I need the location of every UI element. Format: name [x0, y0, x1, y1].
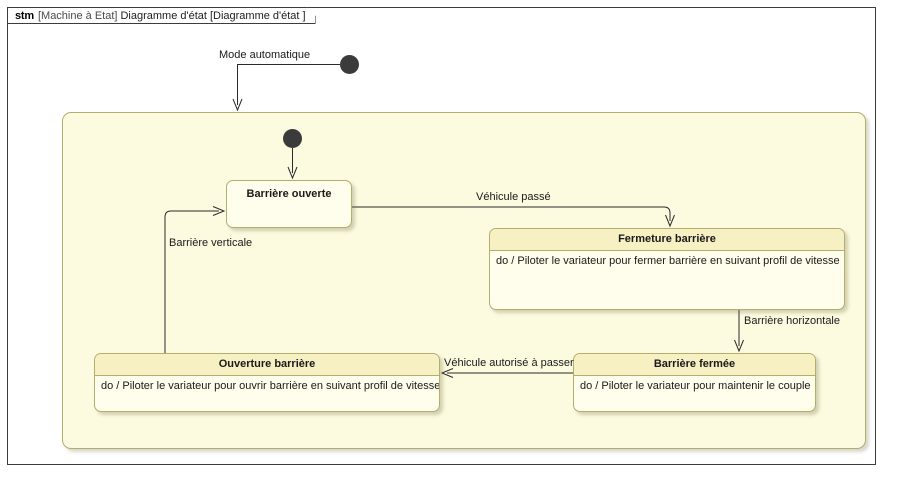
frame-diagram-name: Diagramme d'état [120, 9, 207, 22]
state-barriere-fermee[interactable]: Barrière fermée do / Piloter le variateu… [573, 353, 816, 412]
transition-label-vehicule-passe: Véhicule passé [476, 191, 551, 203]
diagram-frame-tab: stm [Machine à Etat] Diagramme d'état [ … [7, 7, 316, 24]
frame-kind-label: stm [15, 9, 34, 22]
initial-state-inner-icon[interactable] [283, 129, 302, 148]
transition-label-barriere-verticale: Barrière verticale [169, 237, 253, 249]
initial-state-outer-icon[interactable] [340, 55, 359, 74]
state-fermeture-barriere[interactable]: Fermeture barrière do / Piloter le varia… [489, 228, 845, 310]
state-ouverture-barriere[interactable]: Ouverture barrière do / Piloter le varia… [94, 353, 440, 412]
state-fermeture-barriere-activity: do / Piloter le variateur pour fermer ba… [496, 255, 840, 267]
frame-bracket-open: [ [209, 9, 214, 22]
state-fermeture-barriere-title: Fermeture barrière [490, 229, 844, 251]
state-barriere-fermee-title: Barrière fermée [574, 354, 815, 376]
state-barriere-fermee-activity: do / Piloter le variateur pour maintenir… [580, 380, 811, 392]
state-barriere-ouverte[interactable]: Barrière ouverte [226, 180, 352, 228]
state-ouverture-barriere-activity: do / Piloter le variateur pour ouvrir ba… [101, 380, 440, 392]
frame-qualifier-label: [Machine à Etat] [37, 9, 118, 22]
transition-label-barriere-horizontale: Barrière horizontale [744, 315, 840, 327]
transition-label-vehicule-autorise: Véhicule autorisé à passer [444, 357, 574, 369]
frame-bracket-close: ] [302, 9, 306, 22]
state-ouverture-barriere-title: Ouverture barrière [95, 354, 439, 376]
state-barriere-ouverte-title: Barrière ouverte [246, 188, 332, 200]
frame-bracket-name: Diagramme d'état [213, 9, 300, 22]
transition-label-mode-automatique: Mode automatique [219, 49, 311, 61]
